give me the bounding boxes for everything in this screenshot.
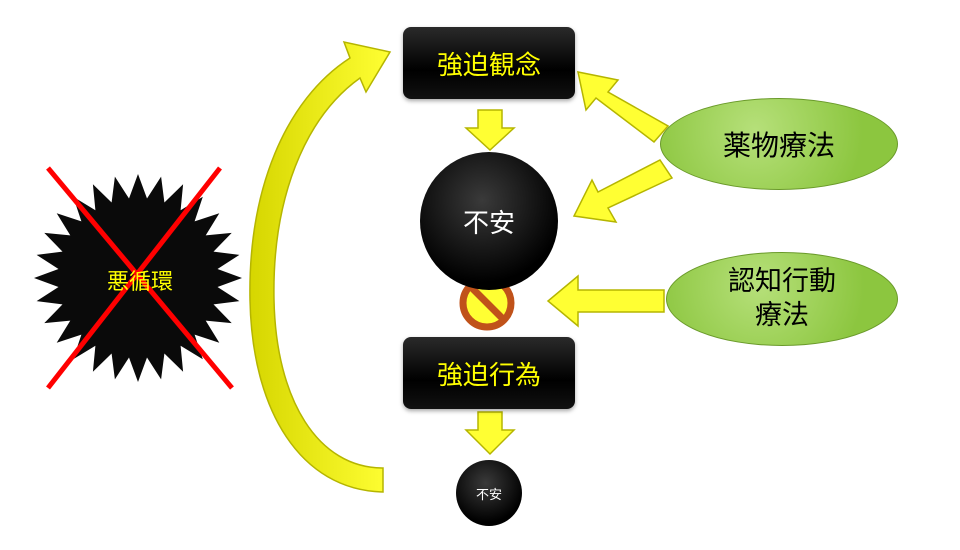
cross-line-1 [46, 166, 234, 390]
arrow-medication-to-obsession [577, 71, 670, 144]
arrow-cbt-to-prohibition [546, 274, 665, 328]
cross-line-2 [46, 166, 222, 390]
anxiety-label-small: 不安 [475, 487, 502, 503]
cbt-label-line2: 療法 [755, 300, 809, 331]
cbt-ellipse: 認知行動 療法 [666, 252, 898, 346]
down-arrow-obsession-to-anxiety [464, 109, 516, 152]
arrow-medication-to-anxiety [572, 159, 674, 223]
compulsion-box: 強迫行為 [403, 337, 575, 409]
cbt-label-line1: 認知行動 [728, 266, 836, 297]
anxiety-circle-large: 不安 [420, 152, 558, 290]
anxiety-circle-small: 不安 [456, 460, 522, 526]
medication-therapy-label: 薬物療法 [722, 129, 835, 162]
obsession-box: 強迫観念 [403, 27, 575, 99]
obsession-label: 強迫観念 [436, 50, 541, 81]
medication-therapy-ellipse: 薬物療法 [660, 98, 898, 190]
vicious-cycle-label: 悪循環 [106, 270, 173, 295]
anxiety-label-large: 不安 [462, 208, 515, 239]
down-arrow-compulsion-to-anxiety [464, 411, 516, 456]
compulsion-label: 強迫行為 [436, 360, 541, 391]
cycle-return-arrow [249, 40, 392, 493]
